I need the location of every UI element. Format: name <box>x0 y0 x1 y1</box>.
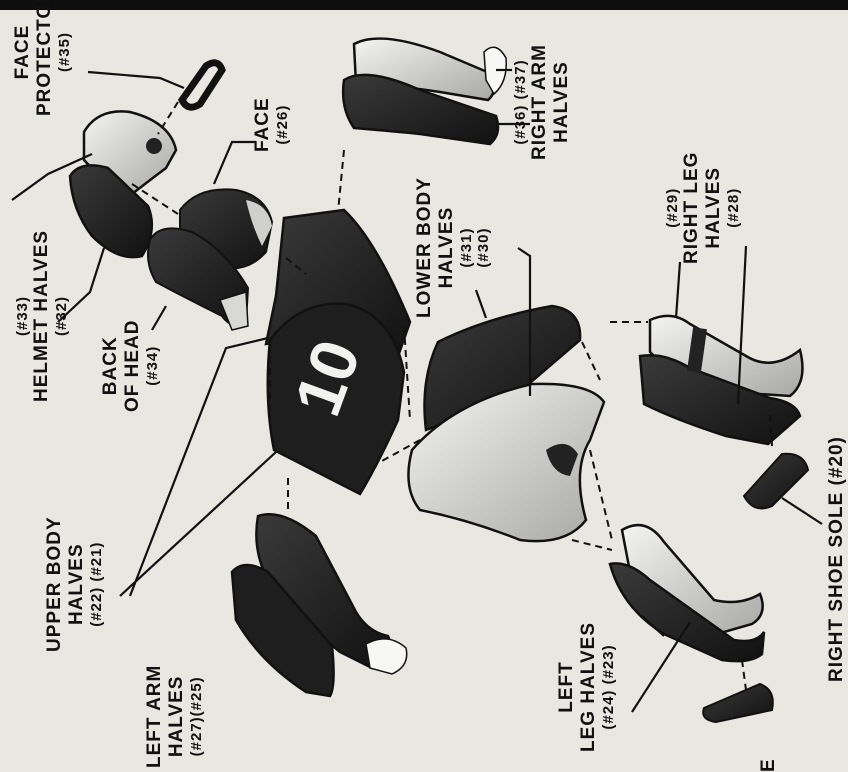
face-protector-part <box>182 63 222 107</box>
right-shoe-sole-part <box>744 454 808 509</box>
left-shoe-sole-part <box>703 684 773 722</box>
upper-body-halves-part: 10 <box>266 210 410 494</box>
left-arm-halves-part <box>232 514 407 696</box>
lower-body-halves-part <box>408 306 604 541</box>
right-leg-halves-part <box>640 316 802 444</box>
left-leg-halves-part <box>610 525 764 661</box>
right-arm-halves-part <box>343 39 506 144</box>
